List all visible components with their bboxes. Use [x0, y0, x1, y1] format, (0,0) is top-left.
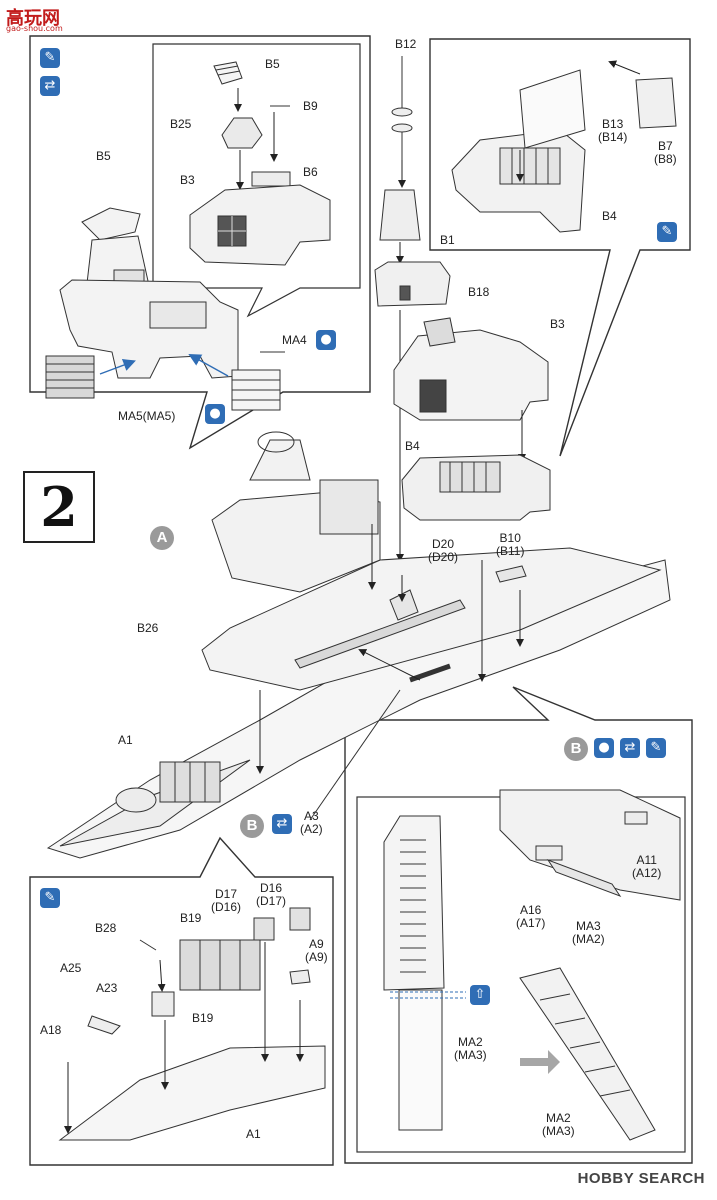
site-logo-chars: 高玩网: [6, 8, 60, 29]
label-b4-inset: B4: [602, 209, 617, 223]
label-a18: A18: [40, 1023, 62, 1037]
watermark: HOBBY SEARCH: [577, 1170, 705, 1187]
direction-arrow: [520, 1050, 560, 1074]
part-a23: [151, 991, 175, 1017]
label-a1-top: A1: [118, 733, 133, 747]
align-up-icon: ⇧: [470, 985, 490, 1005]
label-b9: B9: [303, 99, 318, 113]
part-b7: [635, 77, 677, 129]
part-b1: [379, 189, 421, 241]
label-b7: B7(B8): [654, 139, 677, 166]
label-b10: B10(B11): [496, 531, 525, 558]
label-b18: B18: [468, 285, 490, 299]
label-b4-main: B4: [405, 439, 420, 453]
label-ma4: MA4: [282, 333, 307, 347]
step-number: 2: [23, 471, 95, 543]
part-b3-main: [393, 317, 549, 421]
both-sides-icon: ⇄: [620, 738, 640, 758]
label-a3: A3(A2): [300, 809, 323, 836]
part-d20: [389, 589, 419, 621]
label-b6: B6: [303, 165, 318, 179]
label-a9: A9(A9): [305, 937, 328, 964]
part-b3-inset: [189, 184, 331, 266]
callout-panel-ladder: [344, 686, 693, 1164]
label-b3-main: B3: [550, 317, 565, 331]
label-a23: A23: [96, 981, 118, 995]
part-a3: [409, 663, 451, 683]
part-deck-ladder: [499, 789, 681, 901]
glue-icon: ✎: [657, 222, 677, 242]
part-d17-d16: [253, 907, 311, 941]
label-ma3: MA3(MA2): [572, 919, 605, 946]
label-b5-top: B5: [265, 57, 280, 71]
site-logo: 高玩网 gao-shou.com: [4, 4, 74, 34]
label-d20: D20(D20): [428, 537, 459, 564]
label-a1-low: A1: [246, 1127, 261, 1141]
part-b10: [495, 565, 527, 583]
part-a25: [87, 1015, 121, 1035]
part-b12-mast: [391, 56, 413, 180]
part-b25: [221, 117, 263, 149]
glue-icon: ✎: [40, 888, 60, 908]
callout-badge-b-right: B: [564, 737, 588, 761]
part-a9: [289, 969, 311, 985]
part-b18: [374, 261, 451, 307]
label-b19-top: B19: [180, 911, 202, 925]
paint-drop-icon: ●: [594, 738, 614, 758]
part-ma5: [45, 355, 95, 399]
part-ma2-ladder-folded: [519, 967, 656, 1141]
part-b19: [179, 939, 261, 991]
callout-panel-bottom-left: [29, 836, 334, 1166]
both-sides-icon: ⇄: [40, 76, 60, 96]
label-a25: A25: [60, 961, 82, 975]
part-b6: [251, 171, 291, 187]
both-sides-icon: ⇄: [272, 814, 292, 834]
part-vls-a1: [115, 761, 221, 813]
part-b5-mast: [59, 207, 239, 379]
part-ma4: [231, 369, 281, 411]
part-b5-inset: [213, 61, 243, 85]
label-b5-left: B5: [96, 149, 111, 163]
subassembly-a: [211, 431, 381, 593]
callout-badge-a: A: [150, 526, 174, 550]
paint-drop-icon: ●: [205, 404, 225, 424]
label-a16: A16(A17): [516, 903, 546, 930]
part-a1-low: [58, 1045, 326, 1141]
label-ma5: MA5(MA5): [118, 409, 176, 423]
label-a11: A11(A12): [632, 853, 662, 880]
part-b13: [519, 69, 586, 149]
paint-drop-icon: ●: [316, 330, 336, 350]
label-b1: B1: [440, 233, 455, 247]
label-b13: B13(B14): [598, 117, 628, 144]
glue-icon: ✎: [40, 48, 60, 68]
label-ma2-right: MA2(MA3): [542, 1111, 575, 1138]
label-b3-inset: B3: [180, 173, 195, 187]
label-d16: D16(D17): [256, 881, 287, 908]
part-b26: [201, 547, 662, 691]
label-ma2-left: MA2(MA3): [454, 1035, 487, 1062]
label-b28: B28: [95, 921, 117, 935]
label-b26: B26: [137, 621, 159, 635]
label-d17: D17(D16): [211, 887, 242, 914]
part-ma2-ladder-flat: [383, 815, 445, 1131]
part-b4-inset: [451, 129, 586, 233]
label-b12: B12: [395, 37, 417, 51]
callout-panel-top-right: [429, 38, 691, 457]
label-b25: B25: [170, 117, 192, 131]
site-logo-url: gao-shou.com: [6, 24, 63, 33]
glue-icon: ✎: [646, 738, 666, 758]
part-b4-main: [401, 454, 551, 521]
label-b19-low: B19: [192, 1011, 214, 1025]
callout-badge-b-left: B: [240, 814, 264, 838]
